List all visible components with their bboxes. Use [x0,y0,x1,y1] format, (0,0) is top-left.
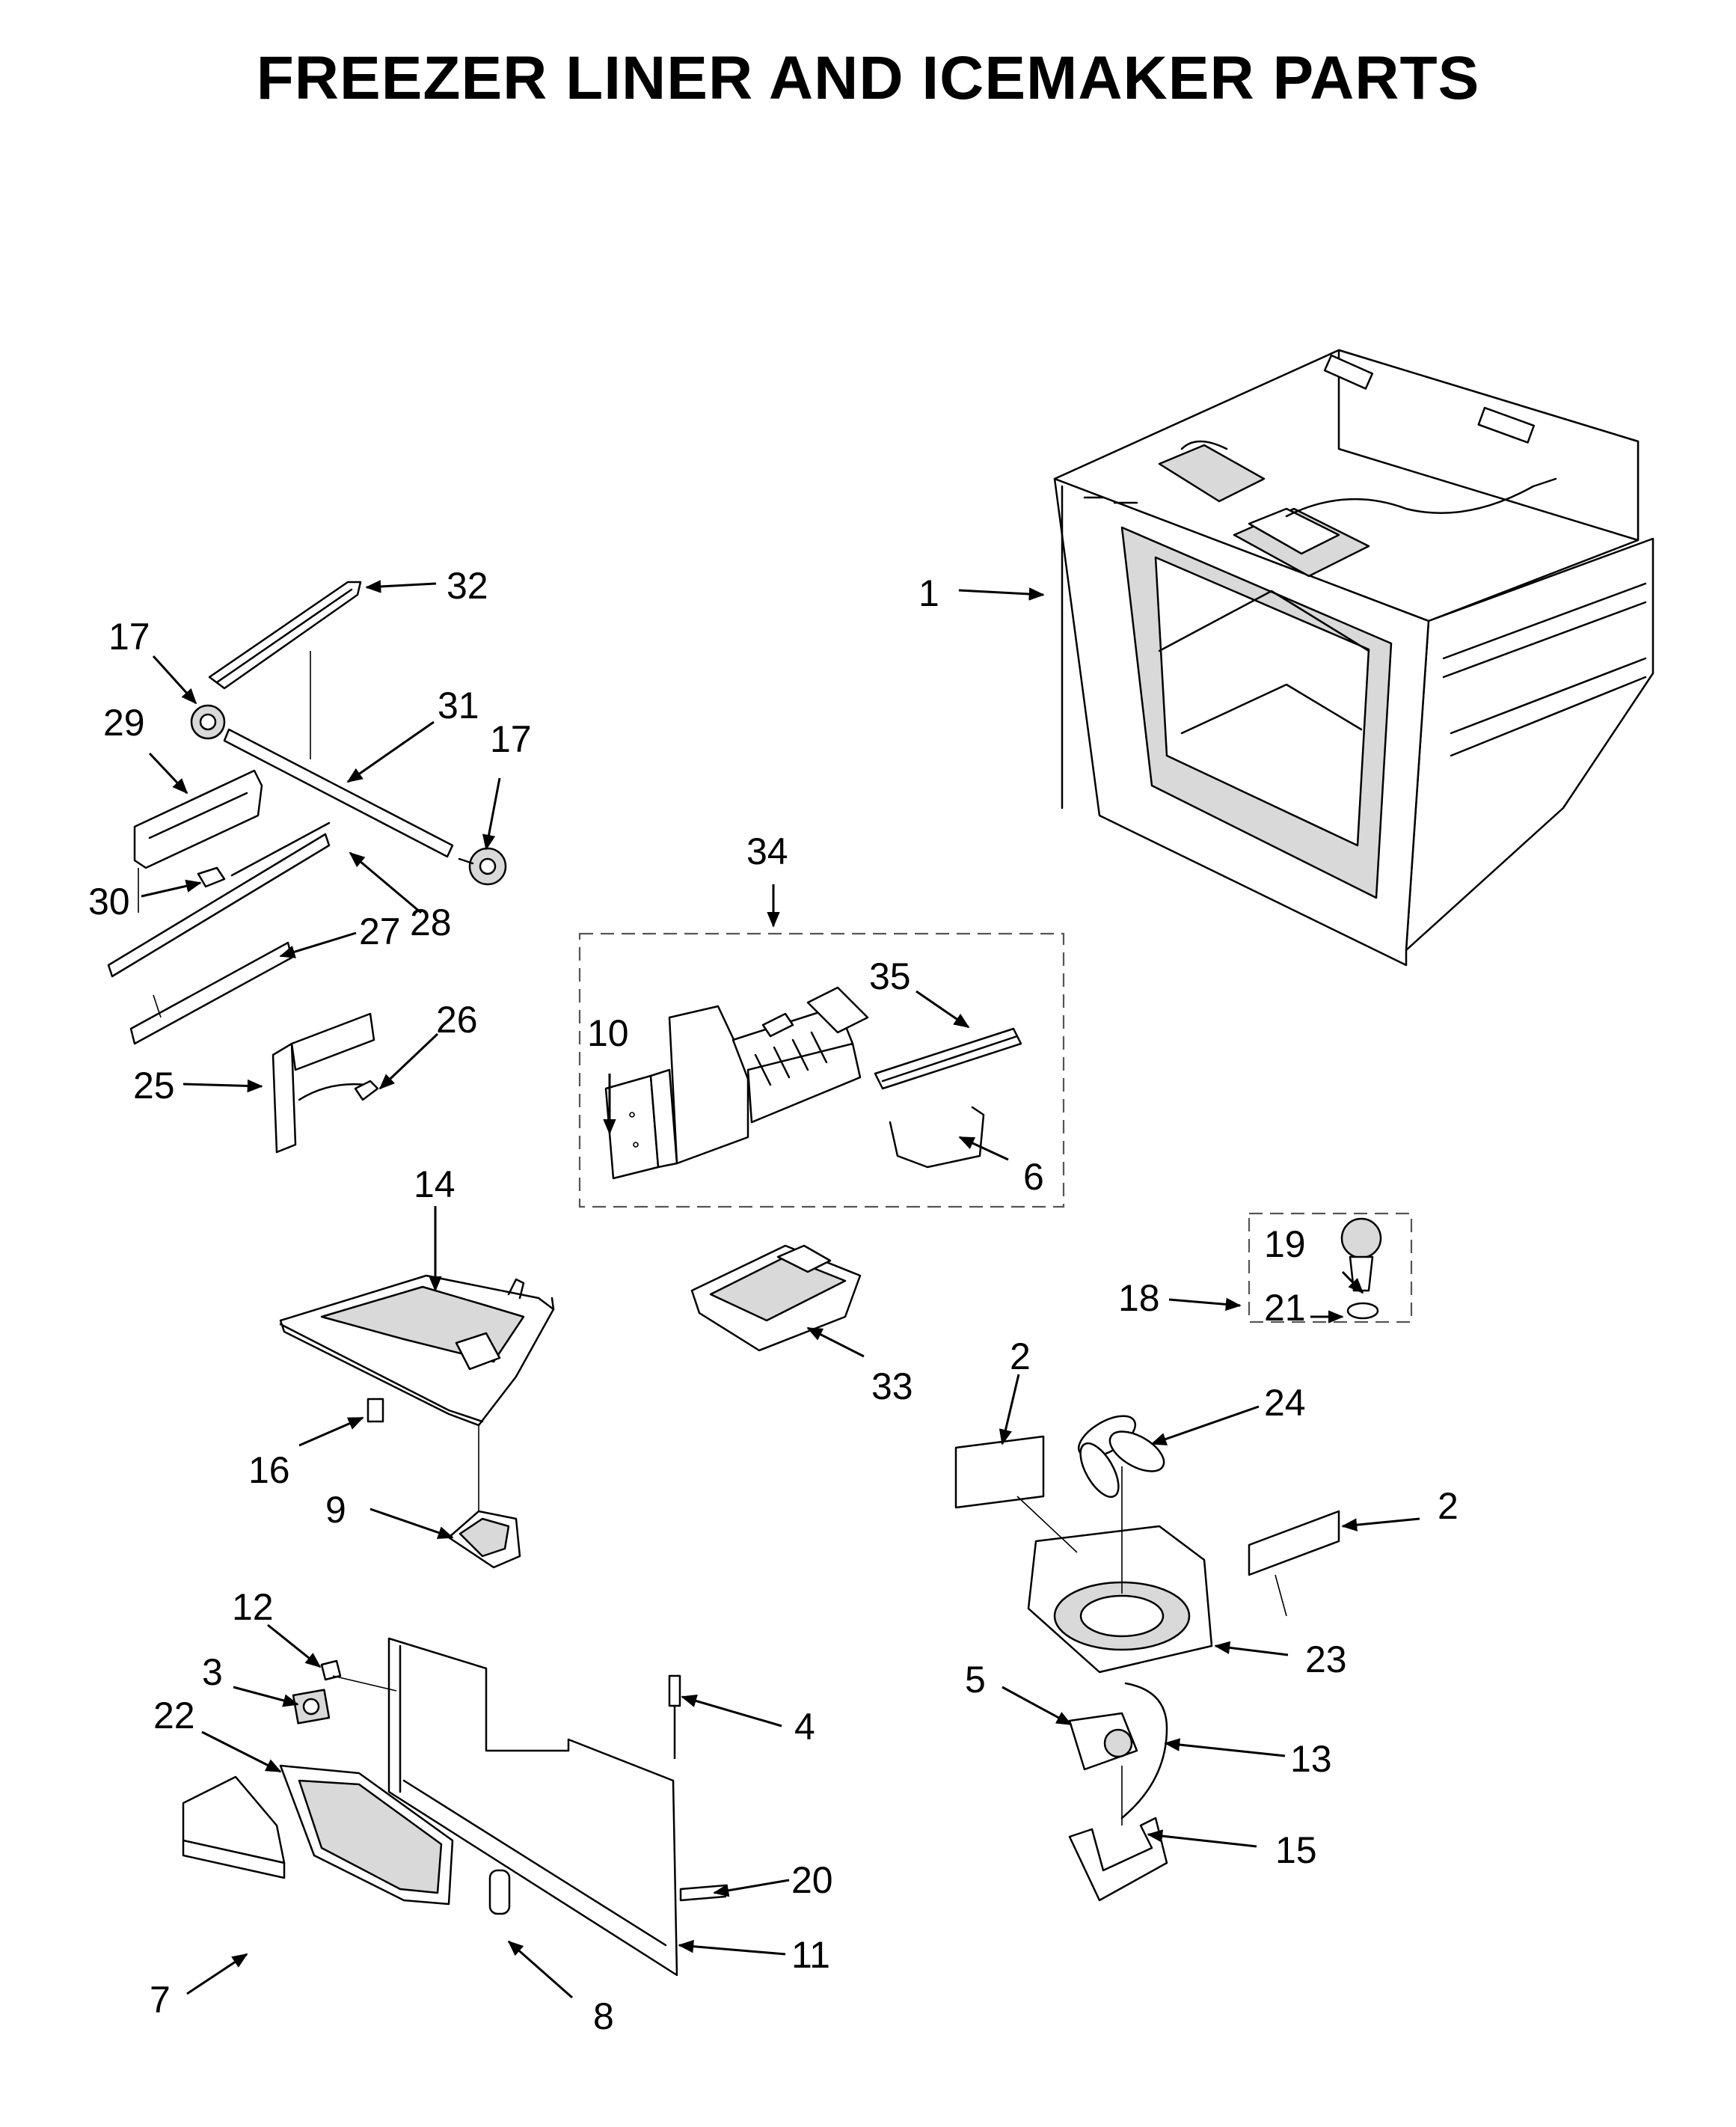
callout-5: 5 [965,1659,986,1701]
grommet-13 [1120,1682,1168,1820]
callout-6: 6 [1023,1156,1044,1198]
callout-34: 34 [746,830,788,872]
callout-25: 25 [133,1065,175,1107]
callout-30: 30 [88,881,130,922]
callout-28: 28 [410,902,452,943]
callout-17-right: 17 [490,718,532,760]
callout-7: 7 [150,1979,171,2021]
callout-13: 13 [1290,1738,1332,1780]
panel-11 [387,1637,678,1977]
callout-31: 31 [438,685,479,726]
axle-31 [223,728,454,858]
callout-labels: 1 32 17 31 17 29 30 28 27 26 25 34 10 35… [88,565,1459,2037]
bracket-29 [133,769,263,869]
shelf-rail-32 [208,581,362,690]
ice-bin-33 [690,1244,862,1352]
gear-17-right [458,847,507,886]
callout-1: 1 [918,572,939,614]
o-ring-21 [1346,1302,1379,1320]
screw-12 [320,1659,342,1681]
callout-16: 16 [248,1449,290,1491]
wire-harness-35 [874,1027,1022,1090]
slide-27 [129,941,293,1045]
callout-8: 8 [593,1995,614,2037]
fan-blade-24 [1078,1415,1165,1499]
icemaker-assembly-group-34 [578,932,1065,1208]
screw-30 [197,866,226,888]
callout-2-right: 2 [1438,1485,1459,1527]
callout-18: 18 [1118,1277,1160,1319]
callout-10: 10 [587,1012,629,1054]
duct-7 [182,1775,286,1879]
fan-motor-5 [1068,1712,1138,1771]
callout-22: 22 [153,1695,195,1736]
callout-4: 4 [794,1706,815,1748]
freezer-liner [1053,349,1654,967]
callout-24: 24 [1264,1382,1306,1424]
callout-20: 20 [791,1859,833,1901]
shutoff-arm-6 [889,1106,985,1169]
callout-15: 15 [1275,1829,1317,1871]
callout-2-left: 2 [1010,1335,1031,1377]
screw-26 [354,1080,379,1101]
bracket-25 [272,1012,375,1154]
motor-cover-9 [447,1510,521,1569]
gear-17-left [190,704,226,740]
callout-27: 27 [359,911,401,952]
filter-group-18 [1248,1212,1413,1323]
insulation-2-right [1248,1510,1340,1576]
grille-22 [279,1764,454,1906]
icemaker-10 [604,986,869,1180]
bracket-15 [1068,1817,1168,1902]
callout-11: 11 [791,1934,830,1976]
callout-12: 12 [232,1586,274,1628]
fan-shroud-23 [1027,1525,1213,1674]
callout-9: 9 [325,1489,346,1531]
callout-26: 26 [436,999,478,1041]
damper-8 [488,1869,511,1915]
callout-29: 29 [103,702,145,744]
filter-cap-19 [1340,1217,1382,1292]
housing-14 [279,1274,555,1427]
callout-23: 23 [1305,1638,1347,1680]
callout-14: 14 [414,1163,456,1205]
callout-17-left: 17 [108,616,150,658]
callout-32: 32 [447,565,488,607]
rail-28 [107,821,331,978]
callout-35: 35 [869,955,911,997]
clip-16 [366,1398,384,1423]
diagram-title: FREEZER LINER AND ICEMAKER PARTS [256,44,1480,112]
callout-3: 3 [202,1651,223,1693]
leaders [141,580,1420,1999]
motor-mount-3 [292,1689,331,1724]
callout-19: 19 [1264,1223,1306,1265]
sensor-4 [668,1674,681,1760]
callout-33: 33 [871,1365,913,1407]
callout-21: 21 [1264,1287,1306,1329]
insulation-2-left [954,1435,1045,1509]
